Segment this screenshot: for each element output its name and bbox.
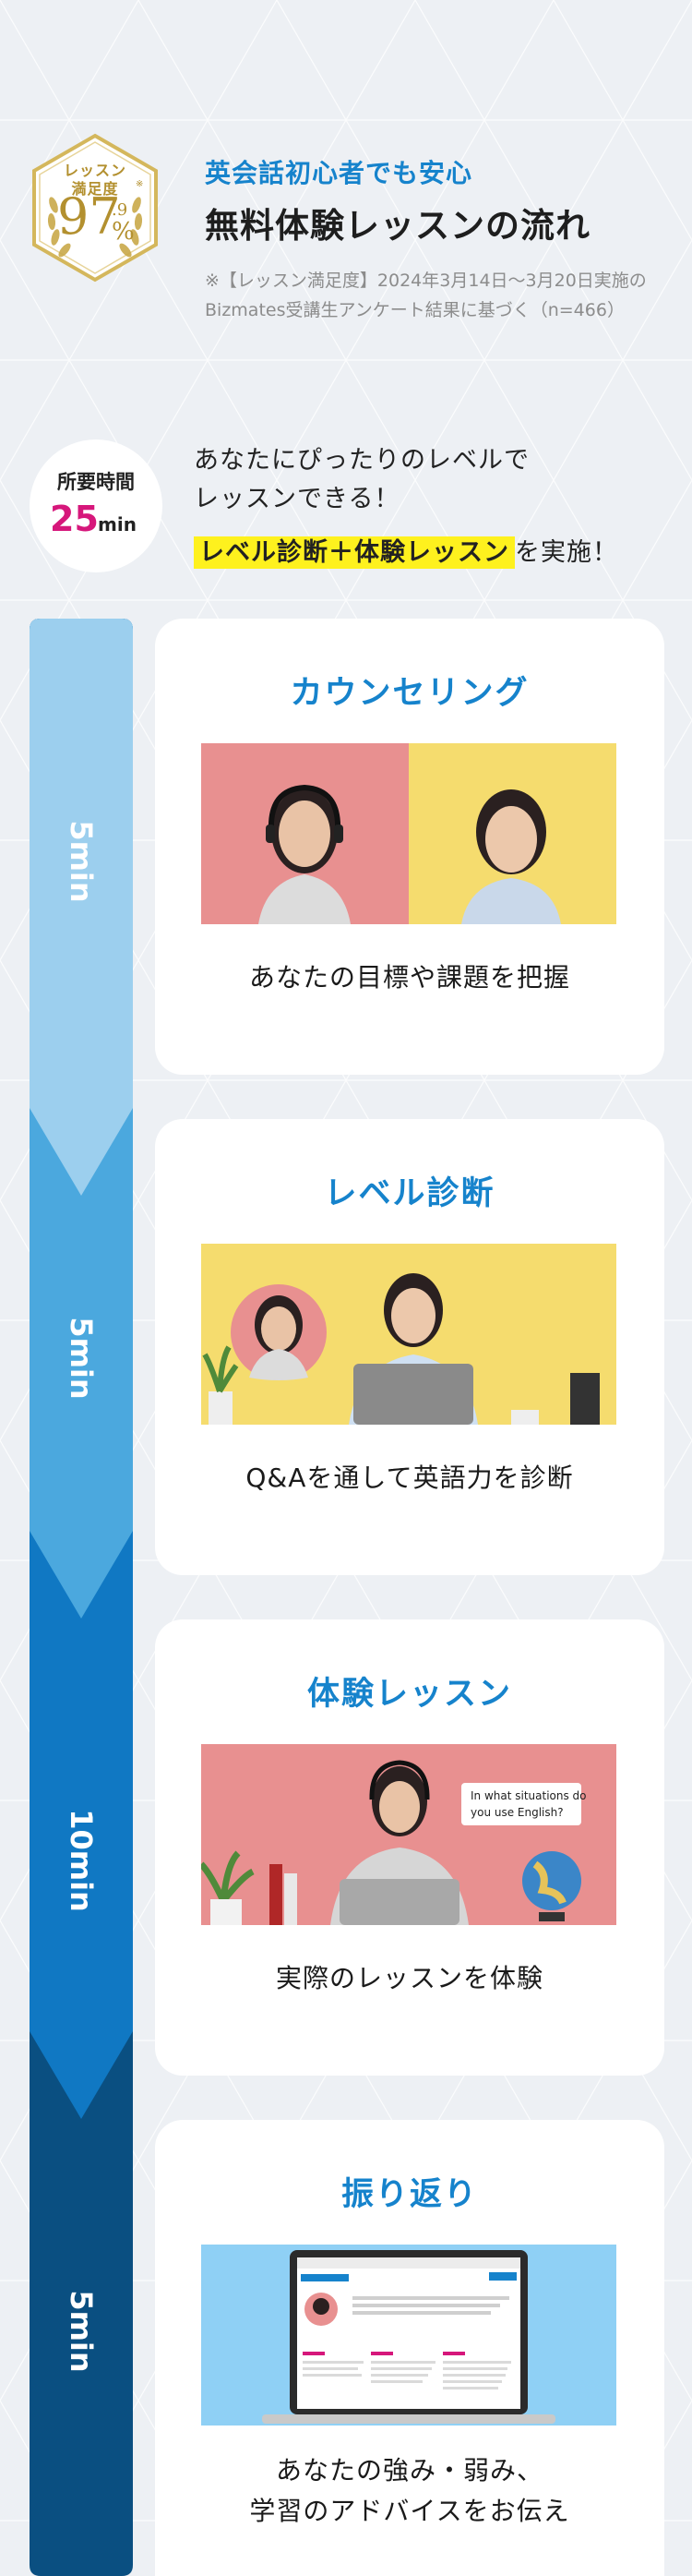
step-card-level-check: レベル診断 Q&Aを通して英語力を診断: [155, 1119, 664, 1575]
step-title: 振り返り: [340, 2176, 478, 2213]
step-desc: あなたの目標や課題を把握: [155, 957, 664, 998]
step-desc: 実際のレッスンを体験: [155, 1958, 664, 1999]
survey-note: ※【レッスン満足度】2024年3月14日〜3月20日実施のBizmates受講生…: [205, 271, 647, 320]
review-image: [201, 2245, 616, 2426]
badge-decimal: .9: [112, 200, 128, 220]
intro-line2: レッスンできる！: [194, 485, 400, 513]
badge-percent: %: [112, 218, 135, 246]
badge-number: 97: [57, 187, 121, 246]
review-laptop-icon: [201, 2245, 616, 2426]
bubble-text-1: In what situations do: [471, 1789, 587, 1802]
step-desc-line2: 学習のアドバイスをお伝え: [249, 2496, 570, 2526]
duration-value: 25: [50, 499, 99, 539]
timeline-label-3: 10min: [64, 1809, 99, 1912]
step-title: 体験レッスン: [306, 1676, 512, 1713]
step-desc-line1: あなたの目標や課題を把握: [248, 962, 570, 993]
step-title: レベル診断: [324, 1175, 495, 1212]
badge-note-mark: ※: [136, 179, 144, 189]
intro-line1: あなたにぴったりのレベルで: [194, 446, 530, 475]
intro-text: あなたにぴったりのレベルで レッスンできる！: [194, 441, 530, 519]
trial-lesson-photo-icon: In what situations do you use English?: [201, 1744, 616, 1925]
intro-highlight-after: を実施！: [515, 538, 618, 567]
level-check-photo-icon: [201, 1244, 616, 1425]
step-desc-line1: Q&Aを通して英語力を診断: [245, 1463, 574, 1493]
badge-line2: 満足度: [71, 180, 119, 198]
step-desc-line1: 実際のレッスンを体験: [275, 1963, 543, 1993]
satisfaction-badge: レッスン 満足度 ※ 97 .9 %: [30, 133, 161, 283]
badge-line1: レッスン: [63, 162, 126, 179]
trial-lesson-image: In what situations do you use English?: [201, 1744, 616, 1925]
timeline-label-2: 5min: [64, 1317, 99, 1400]
timeline-label-1: 5min: [64, 820, 99, 903]
hexagon-badge-icon: [32, 133, 158, 283]
duration-unit: min: [98, 513, 137, 536]
counseling-image: [201, 743, 616, 924]
step-title: カウンセリング: [290, 675, 530, 712]
step-desc: あなたの強み・弱み、 学習のアドバイスをお伝え: [155, 2450, 664, 2532]
intro-highlight-row: レベル診断＋体験レッスンを実施！: [194, 533, 618, 573]
step-card-trial-lesson: 体験レッスン In what situations do you use Eng…: [155, 1619, 664, 2076]
step-card-counseling: カウンセリング あなたの目標や課題を把握: [155, 619, 664, 1075]
step-desc: Q&Aを通して英語力を診断: [155, 1458, 664, 1499]
step-card-review: 振り返り あなたの強み・弱み、 学習のアドバイスをお伝: [155, 2120, 664, 2576]
timeline-bar: [30, 619, 133, 2576]
timeline-label-4: 5min: [64, 2290, 99, 2373]
counseling-photo-icon: [201, 743, 616, 924]
header-subtitle: 英会話初心者でも安心: [205, 158, 473, 188]
duration-label: 所要時間: [57, 471, 135, 493]
level-check-image: [201, 1244, 616, 1425]
step-desc-line1: あなたの強み・弱み、: [275, 2455, 543, 2486]
bubble-text-2: you use English?: [471, 1806, 564, 1819]
intro-highlight: レベル診断＋体験レッスン: [194, 536, 515, 569]
page-title: 無料体験レッスンの流れ: [205, 206, 591, 246]
duration-circle: 所要時間 25 min: [30, 439, 162, 572]
